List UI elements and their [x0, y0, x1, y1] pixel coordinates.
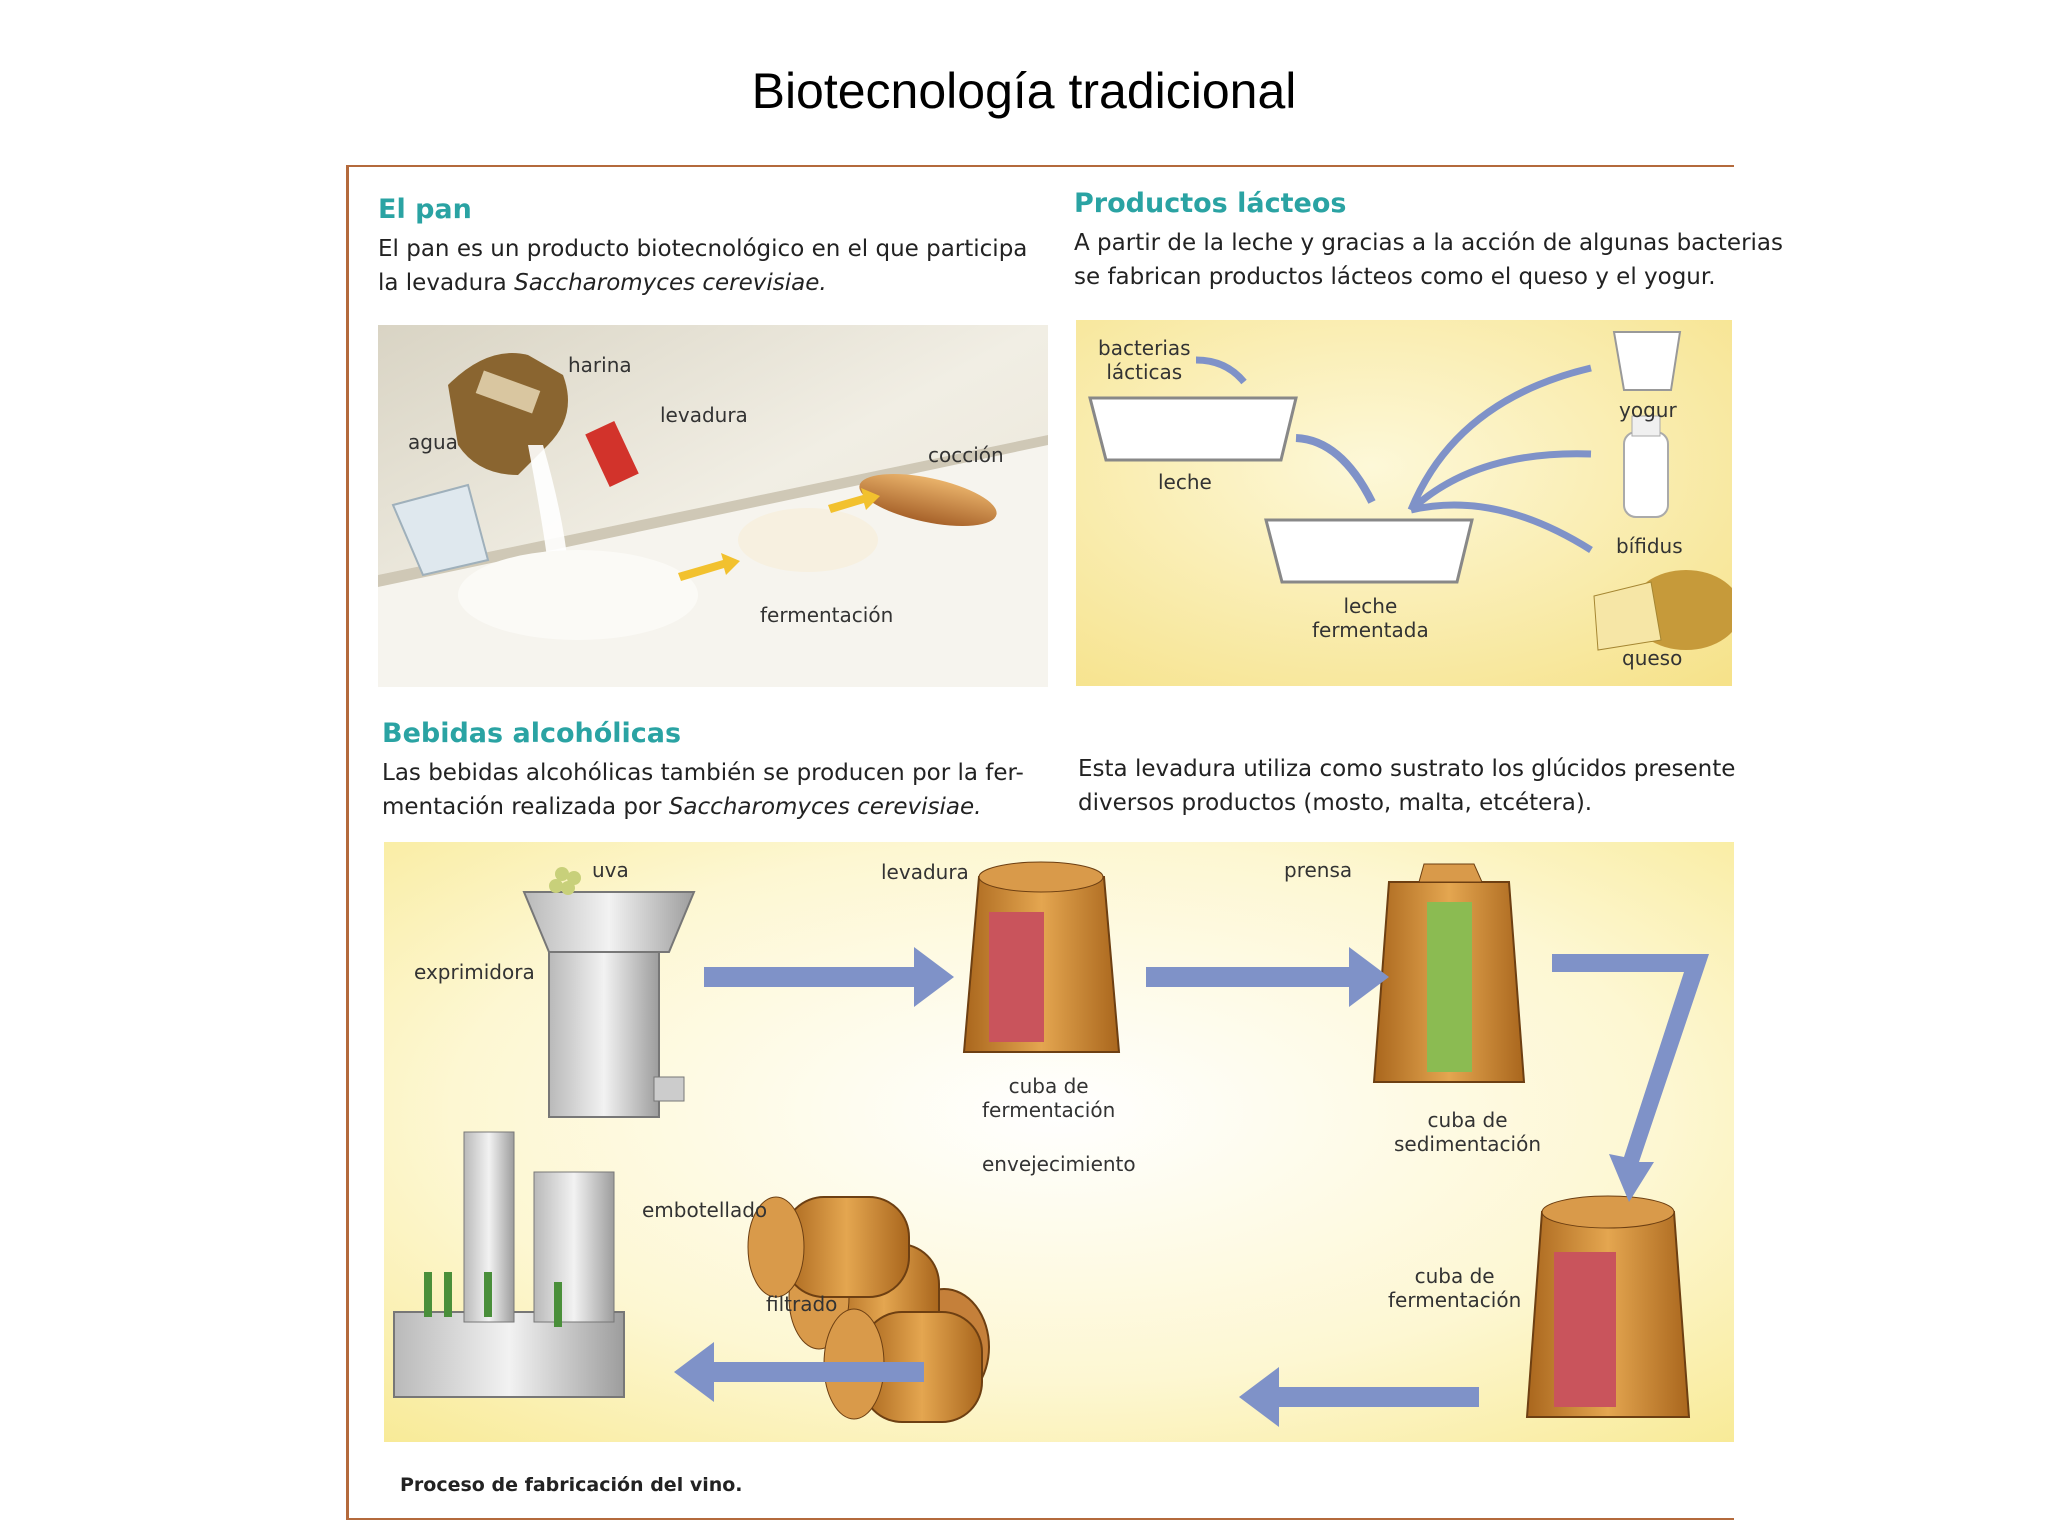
label-exprimidora: exprimidora: [414, 960, 535, 984]
label-bacterias-line1: bacterias: [1098, 336, 1191, 360]
arrow-icon: [704, 947, 954, 1007]
bottling-machine-icon: [393, 1131, 625, 1398]
water-jug-icon: [391, 483, 490, 577]
bebidas-text-right-line1: Esta levadura utiliza como sustrato los …: [1078, 756, 1736, 782]
bebidas-text-left: Las bebidas alcohólicas también se produ…: [382, 756, 1024, 824]
bebidas-text-left-line2: mentación realizada por Saccharomyces ce…: [382, 790, 1024, 824]
bebidas-species-name: Saccharomyces cerevisiae.: [668, 794, 982, 820]
label-cuba-sedimentacion-line1: cuba de: [1427, 1108, 1508, 1132]
label-cuba-fermentacion-1-line1: cuba de: [1008, 1074, 1089, 1098]
bebidas-text-right: Esta levadura utiliza como sustrato los …: [1078, 752, 1735, 820]
lacteos-illustration: bacterias lácticas leche leche fermentad…: [1076, 320, 1732, 686]
arrow-icon: [678, 553, 740, 581]
label-cuba-fermentacion-2: cuba de fermentación: [1388, 1264, 1521, 1312]
pan-text-line1: El pan es un producto biotecnológico en …: [378, 236, 1028, 262]
dough-icon: [738, 508, 878, 572]
label-cuba-fermentacion-2-line2: fermentación: [1388, 1288, 1522, 1312]
arrow-icon: [674, 1342, 924, 1402]
label-cuba-fermentacion-1: cuba de fermentación: [982, 1074, 1115, 1122]
bebidas-heading: Bebidas alcohólicas: [382, 718, 682, 749]
aging-barrels-icon: [747, 1196, 990, 1423]
page-border-top: [346, 165, 1734, 167]
bebidas-text-left-line2-prefix: mentación realizada por: [382, 794, 669, 820]
pan-heading: El pan: [378, 194, 472, 225]
label-harina: harina: [568, 353, 632, 377]
flow-arrows: [674, 947, 1709, 1427]
lacteos-heading: Productos lácteos: [1074, 188, 1347, 219]
arrow-icon: [828, 488, 880, 513]
fermentation-vat-icon: [962, 861, 1121, 1053]
flour-pile-icon: [458, 550, 698, 640]
page-border-bottom: [346, 1518, 1734, 1520]
slide-title: Biotecnología tradicional: [751, 63, 1297, 119]
pan-illustration: harina agua levadura cocción fermentació…: [378, 325, 1048, 687]
label-levadura: levadura: [660, 403, 748, 427]
label-agua: agua: [408, 430, 458, 454]
label-levadura: levadura: [881, 860, 969, 884]
bebidas-text-left-line1: Las bebidas alcohólicas también se produ…: [382, 760, 1024, 786]
label-yogur: yogur: [1619, 398, 1677, 422]
pan-text-line2: la levadura Saccharomyces cerevisiae.: [378, 266, 1027, 300]
label-uva: uva: [592, 858, 629, 882]
label-bacterias: bacterias lácticas: [1098, 336, 1191, 384]
label-embotellado: embotellado: [642, 1198, 768, 1222]
label-prensa: prensa: [1284, 858, 1353, 882]
label-queso: queso: [1622, 646, 1683, 670]
label-filtrado: filtrado: [766, 1292, 838, 1316]
pan-text: El pan es un producto biotecnológico en …: [378, 232, 1027, 300]
lacteos-text: A partir de la leche y gracias a la acci…: [1074, 226, 1783, 294]
arrow-icon: [1146, 947, 1389, 1007]
milk-tray-icon: [1088, 396, 1298, 462]
label-leche-fermentada-line2: fermentada: [1312, 618, 1429, 642]
pan-illustration-svg: [378, 325, 1048, 687]
label-fermentacion: fermentación: [760, 603, 894, 627]
figure-caption: Proceso de fabricación del vino.: [400, 1474, 743, 1496]
lacteos-illustration-svg: [1076, 320, 1732, 686]
flour-sack-icon: [448, 353, 568, 475]
bifidus-bottle-icon: [1623, 431, 1669, 518]
arrow-icon: [1407, 364, 1592, 512]
lacteos-text-line2: se fabrican productos lácteos como el qu…: [1074, 264, 1716, 290]
pan-species-name: Saccharomyces cerevisiae.: [514, 270, 827, 296]
yogurt-icon: [1612, 331, 1682, 391]
bebidas-text-right-line2: diversos productos (mosto, malta, etcéte…: [1078, 790, 1593, 816]
arrow-icon: [1195, 356, 1247, 385]
wine-process-diagram: uva exprimidora levadura cuba de ferment…: [384, 842, 1734, 1442]
arrow-icon: [1295, 434, 1376, 504]
label-coccion: cocción: [928, 443, 1004, 467]
label-cuba-fermentacion-1-line2: fermentación: [982, 1098, 1116, 1122]
grape-icon: [549, 867, 581, 895]
fermentation-vat-icon: [1525, 1195, 1691, 1418]
label-cuba-sedimentacion: cuba de sedimentación: [1394, 1108, 1541, 1156]
label-leche-fermentada-line1: leche: [1343, 594, 1398, 618]
label-bacterias-line2: lácticas: [1106, 360, 1183, 384]
lacteos-text-line1: A partir de la leche y gracias a la acci…: [1074, 230, 1784, 256]
page-border-left: [346, 165, 349, 1520]
arrow-icon: [1408, 450, 1592, 513]
juicer-icon: [522, 891, 696, 1118]
pan-text-line2-prefix: la levadura: [378, 270, 515, 296]
bread-icon: [859, 474, 997, 526]
label-envejecimiento: envejecimiento: [982, 1152, 1136, 1176]
wine-process-svg: [384, 842, 1734, 1442]
fermented-milk-tray-icon: [1264, 518, 1474, 584]
label-cuba-sedimentacion-line2: sedimentación: [1394, 1132, 1542, 1156]
arrow-icon: [1410, 501, 1593, 553]
label-leche-fermentada: leche fermentada: [1312, 594, 1429, 642]
yeast-packet-icon: [585, 420, 639, 488]
sedimentation-vat-icon: [1372, 863, 1526, 1083]
label-leche: leche: [1158, 470, 1212, 494]
label-bifidus: bífidus: [1616, 534, 1683, 558]
arrow-icon: [1239, 1367, 1479, 1427]
arrow-icon: [1552, 954, 1709, 1202]
label-cuba-fermentacion-2-line1: cuba de: [1414, 1264, 1495, 1288]
